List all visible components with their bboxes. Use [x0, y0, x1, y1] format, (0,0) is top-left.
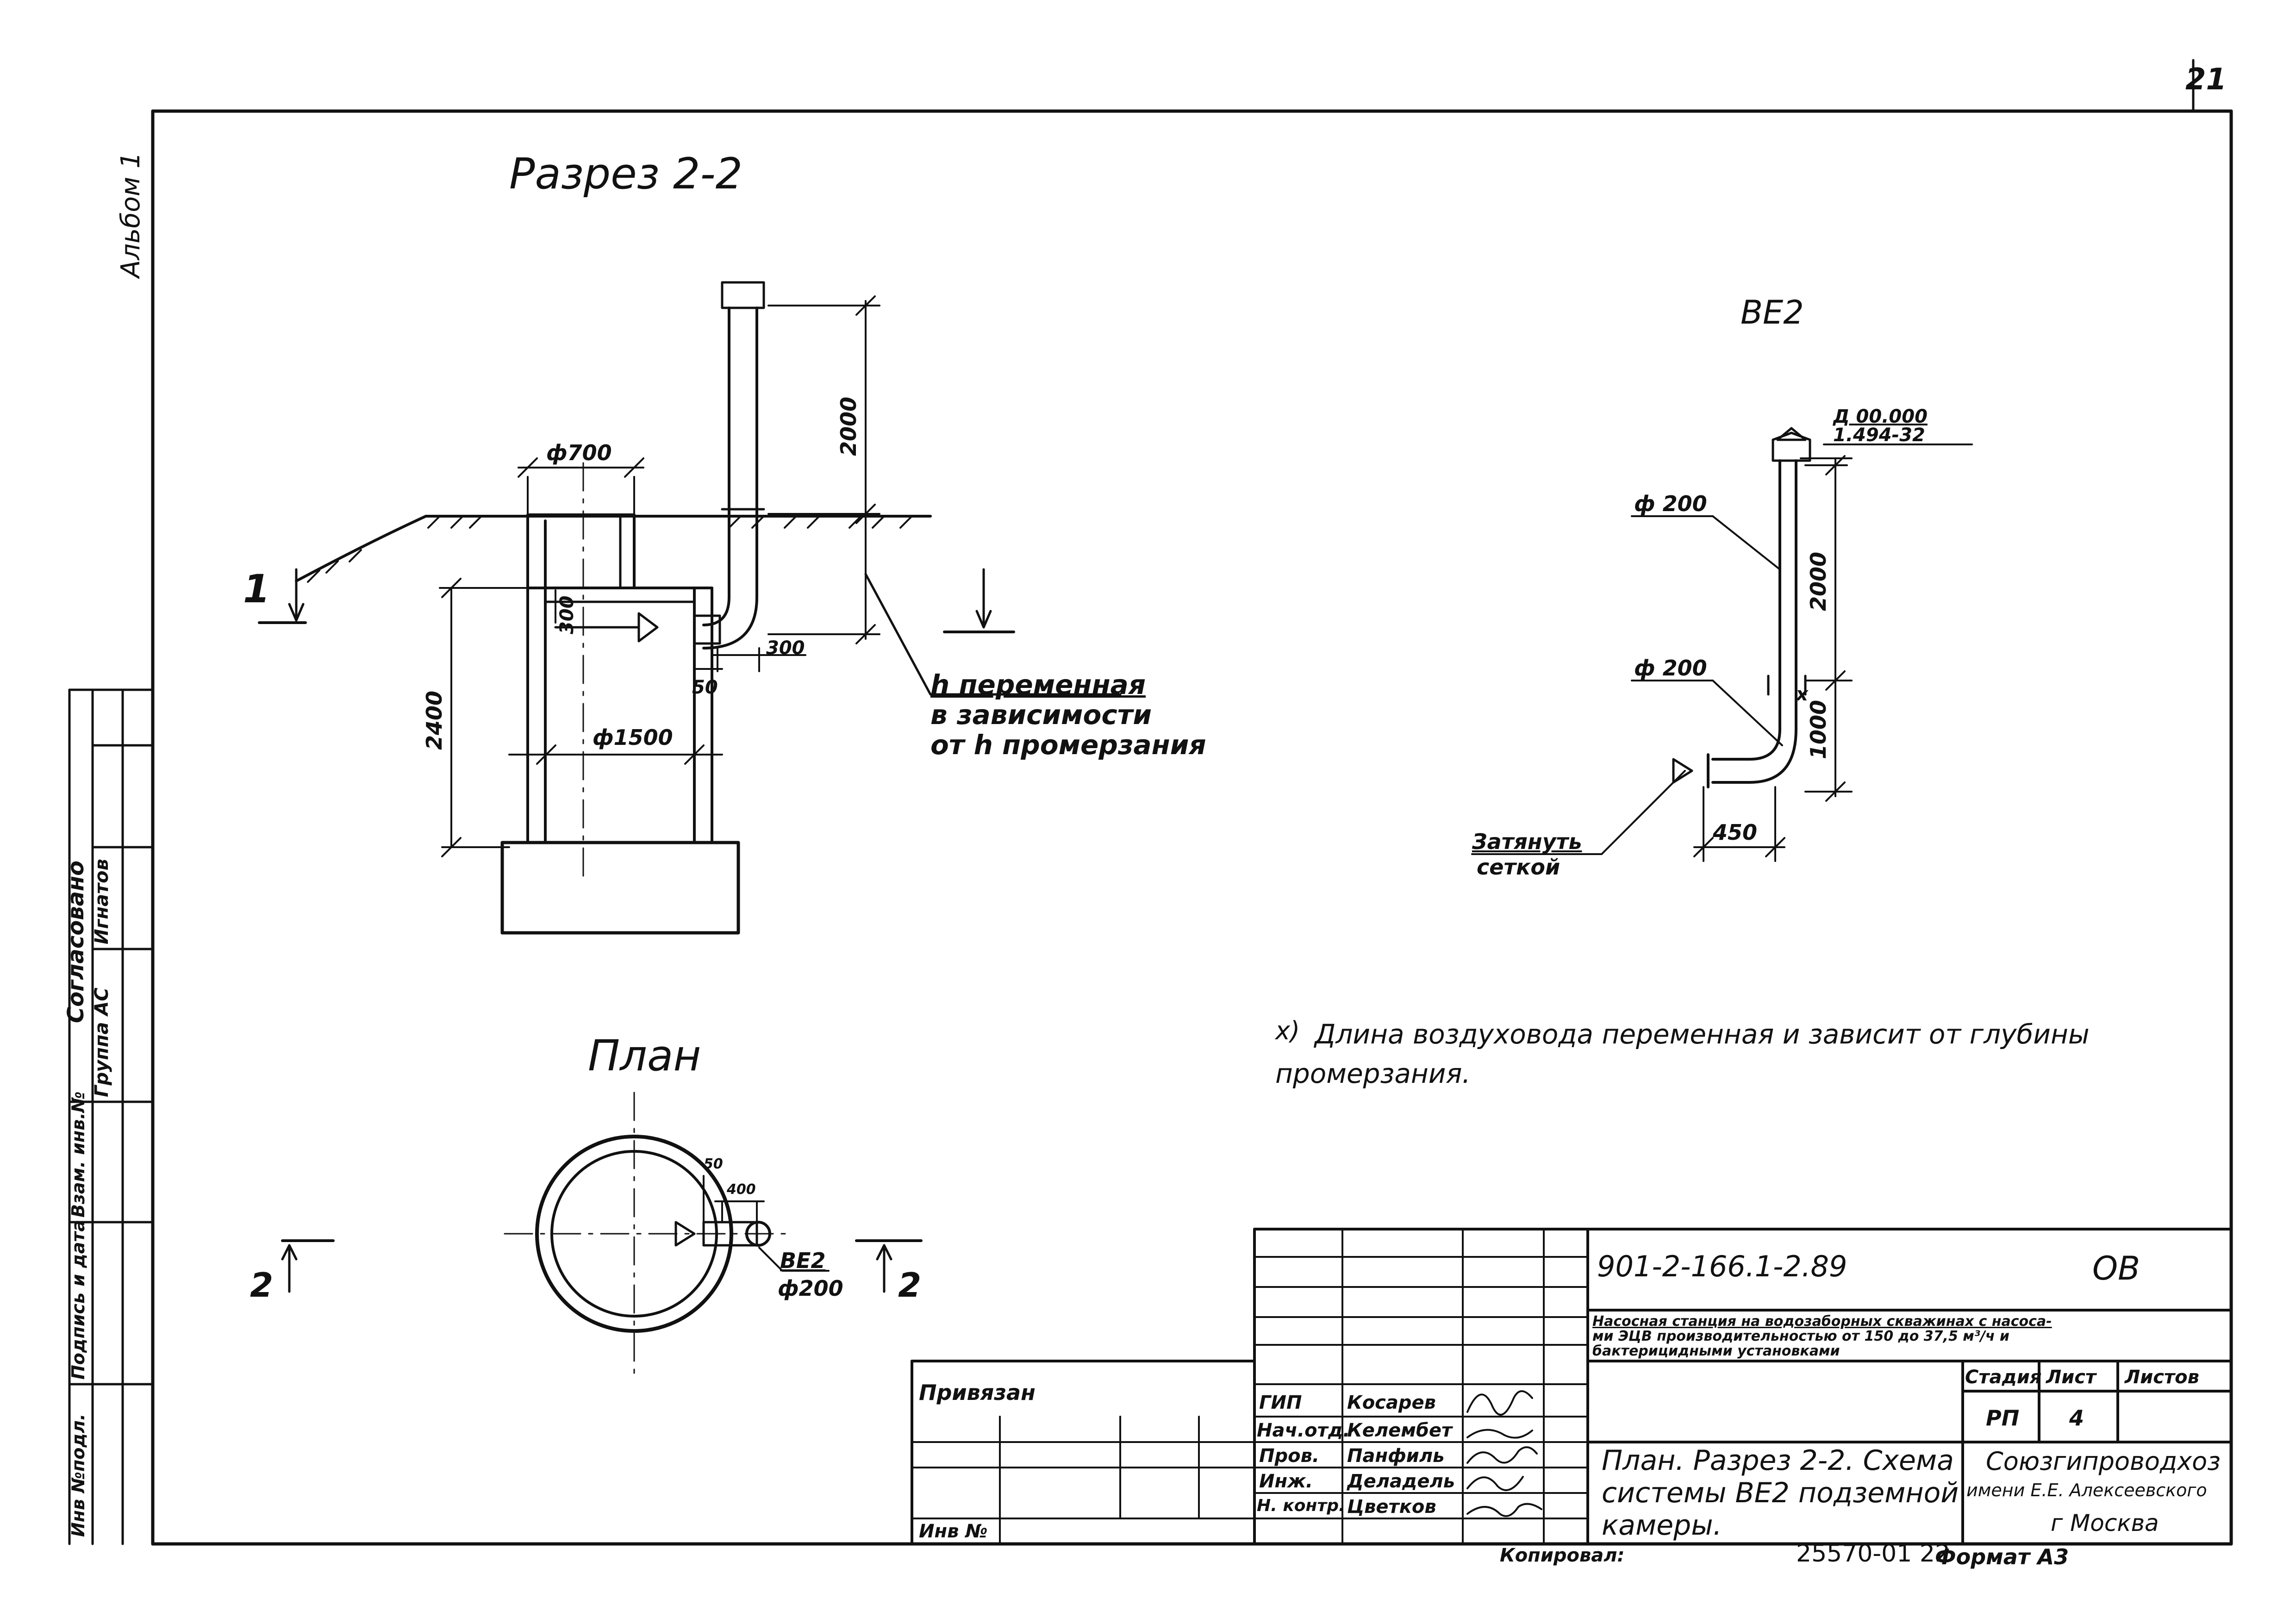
section-title: Разрез 2-2	[509, 149, 743, 199]
plan-dim-400: 400	[727, 1181, 756, 1198]
name-head: Келембет	[1347, 1420, 1453, 1441]
dim-d1500: ф1500	[593, 725, 673, 750]
bound-label: Привязан	[919, 1380, 1036, 1405]
ve2-star: x	[1796, 684, 1808, 705]
ve2-mesh-line-2: сеткой	[1477, 855, 1560, 880]
name-gip: Косарев	[1347, 1392, 1436, 1413]
inv-label: Инв №	[919, 1521, 988, 1542]
ve2-dim-450: 450	[1713, 820, 1758, 845]
dim-h2400: 2400	[422, 690, 447, 750]
dim-v300: 300	[556, 595, 578, 635]
sheet-title-line-1: План. Разрез 2-2. Схема	[1602, 1444, 1954, 1477]
archive-number: 25570-01 22	[1796, 1540, 1951, 1568]
plan-dim-50: 50	[704, 1156, 723, 1172]
binding-strip	[68, 688, 154, 1545]
h-note-line-2: в зависимости	[930, 699, 1152, 731]
ve2-dia-bottom: ф 200	[1634, 656, 1707, 681]
section-marker-1: 1	[243, 566, 270, 612]
side-sign-label: Подпись и дата	[68, 1219, 88, 1380]
format-label: Формат А3	[1935, 1544, 2069, 1569]
plan-marker-left: 2	[250, 1266, 274, 1305]
footnote-line-1: Длина воздуховода переменная и зависит о…	[1315, 1018, 2090, 1050]
header-stage: Стадия	[1965, 1367, 2042, 1388]
ve2-dim-2000: 2000	[1806, 551, 1831, 611]
org-line-3: г Москва	[2051, 1510, 2159, 1537]
document-mark: ОВ	[2092, 1249, 2140, 1287]
side-group-label: Группа АС	[91, 987, 112, 1097]
ve2-title: ВЕ2	[1741, 294, 1804, 331]
page-number: 21	[2185, 62, 2227, 97]
plan-drawing	[281, 1092, 923, 1380]
ve2-mesh-line-1: Затянуть	[1472, 829, 1582, 854]
sheet-title-line-2: системы ВЕ2 подземной	[1602, 1477, 1959, 1509]
org-line-1: Союзгипроводхоз	[1986, 1447, 2221, 1476]
section-2-2-drawing	[258, 281, 1122, 935]
sheet-title-line-3: камеры.	[1602, 1509, 1722, 1542]
role-check: Пров.	[1259, 1445, 1320, 1467]
album-label: Альбом 1	[116, 152, 146, 278]
name-check: Панфиль	[1347, 1445, 1445, 1467]
plan-title: План	[588, 1031, 701, 1081]
footnote-line-2: промерзания.	[1275, 1058, 1471, 1089]
side-name-label: Игнатов	[91, 859, 112, 944]
name-eng: Деладель	[1347, 1471, 1455, 1492]
role-control: Н. контр.	[1257, 1496, 1345, 1515]
footnote-star: x)	[1275, 1016, 1300, 1045]
header-sheet: Лист	[2046, 1367, 2096, 1388]
project-line-2: ми ЭЦВ производительностью от 150 до 37,…	[1592, 1328, 2009, 1344]
sheet-value: 4	[2069, 1405, 2084, 1430]
ve2-dia-top: ф 200	[1634, 491, 1707, 516]
document-code: 901-2-166.1-2.89	[1597, 1249, 1847, 1283]
org-line-2: имени Е.Е. Алексеевского	[1966, 1480, 2207, 1500]
sheet-frame	[151, 59, 2233, 1546]
plan-marker-right: 2	[898, 1266, 922, 1305]
project-line-1: Насосная станция на водозаборных скважин…	[1592, 1313, 2052, 1330]
ve2-dim-1000: 1000	[1806, 700, 1831, 759]
ve2-ref-line-2: 1.494-32	[1833, 425, 1925, 446]
title-block-grid	[911, 1228, 2233, 1545]
h-note-line-1: h переменная	[930, 669, 1146, 700]
agreed-label: Согласовано	[63, 860, 89, 1023]
dim-d700: ф700	[546, 440, 612, 465]
plan-pipe-label: ВЕ2	[780, 1248, 826, 1273]
name-control: Цветков	[1347, 1496, 1436, 1518]
role-head: Нач.отд.	[1257, 1420, 1350, 1441]
side-replace-label: Взам. инв.№	[68, 1091, 88, 1218]
project-line-3: бактерицидными установками	[1592, 1343, 1840, 1359]
stage-value: РП	[1986, 1405, 2020, 1430]
header-sheets: Листов	[2125, 1367, 2199, 1388]
role-gip: ГИП	[1259, 1392, 1302, 1413]
h-note-line-3: от h промерзания	[930, 729, 1206, 761]
ve2-drawing	[1471, 427, 1973, 862]
side-inv-label: Инв №подл.	[68, 1413, 88, 1537]
ve2-ref-line-1: Д 00.000	[1833, 406, 1928, 427]
dim-h50: 50	[692, 677, 718, 698]
dim-h2000: 2000	[836, 396, 861, 456]
role-eng: Инж.	[1259, 1471, 1313, 1492]
plan-pipe-dia: ф200	[778, 1276, 843, 1301]
copied-label: Копировал:	[1500, 1545, 1625, 1566]
dim-h300: 300	[766, 637, 805, 659]
